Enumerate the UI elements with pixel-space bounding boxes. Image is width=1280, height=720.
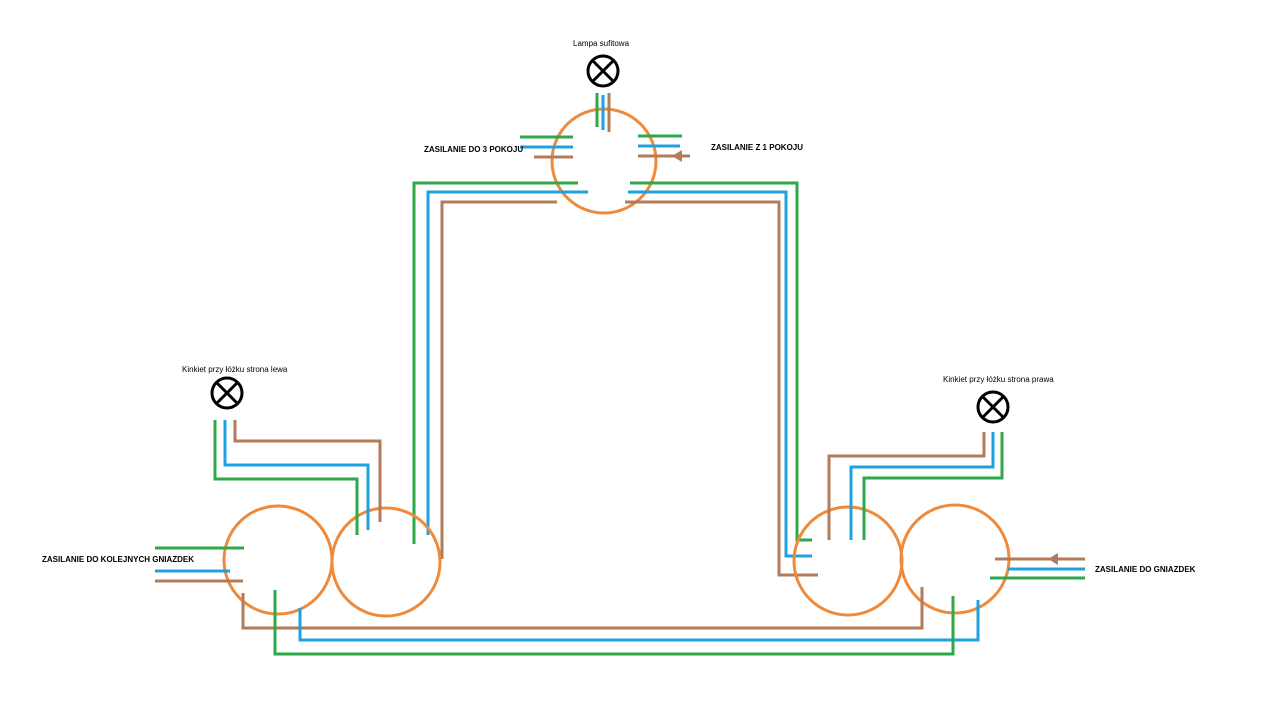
label-sconce-left: Kinkiet przy łóżku strona lewa <box>182 365 288 374</box>
wire-bottom-blue <box>298 600 980 642</box>
junction-box-right-inner <box>792 505 904 617</box>
label-feed-room1: ZASILANIE Z 1 POKOJU <box>711 143 803 152</box>
wire-sconce-left-green <box>213 420 359 535</box>
wire-sconce-right-brown <box>827 432 986 540</box>
wire-top-left-blue <box>426 190 588 535</box>
junction-box-right-outer <box>899 503 1011 615</box>
label-feed-next-outlets: ZASILANIE DO KOLEJNYCH GNIAZDEK <box>42 555 194 564</box>
label-feed-outlets: ZASILANIE DO GNIAZDEK <box>1095 565 1196 574</box>
wire-sconce-right-blue <box>849 432 995 540</box>
wire-sconce-left-brown <box>233 420 382 522</box>
wire-sconce-left-blue <box>223 420 370 530</box>
lamp-sconce-left <box>210 376 244 410</box>
label-ceiling-lamp: Lampa sufitowa <box>573 39 630 48</box>
wire-top-right-brown <box>625 200 818 577</box>
lamp-sconce-right <box>976 390 1010 424</box>
wire-top-right-green <box>630 181 812 542</box>
label-feed-room3: ZASILANIE DO 3 POKOJU <box>424 145 523 154</box>
arrow-left-icon <box>1048 553 1058 565</box>
label-sconce-right: Kinkiet przy łóżku strona prawa <box>943 375 1054 384</box>
wire-top-left-green <box>412 181 578 544</box>
wire-sconce-right-green <box>862 432 1004 540</box>
junction-box-left-outer <box>222 504 334 616</box>
arrow-left-icon <box>672 150 682 162</box>
wire-bottom-green <box>273 590 955 656</box>
wire-top-right-blue <box>628 190 812 558</box>
lamp-ceiling <box>586 54 620 88</box>
junction-box-left-inner <box>330 506 442 618</box>
wire-top-left-brown <box>440 200 557 559</box>
wire-bottom-brown <box>241 587 924 630</box>
